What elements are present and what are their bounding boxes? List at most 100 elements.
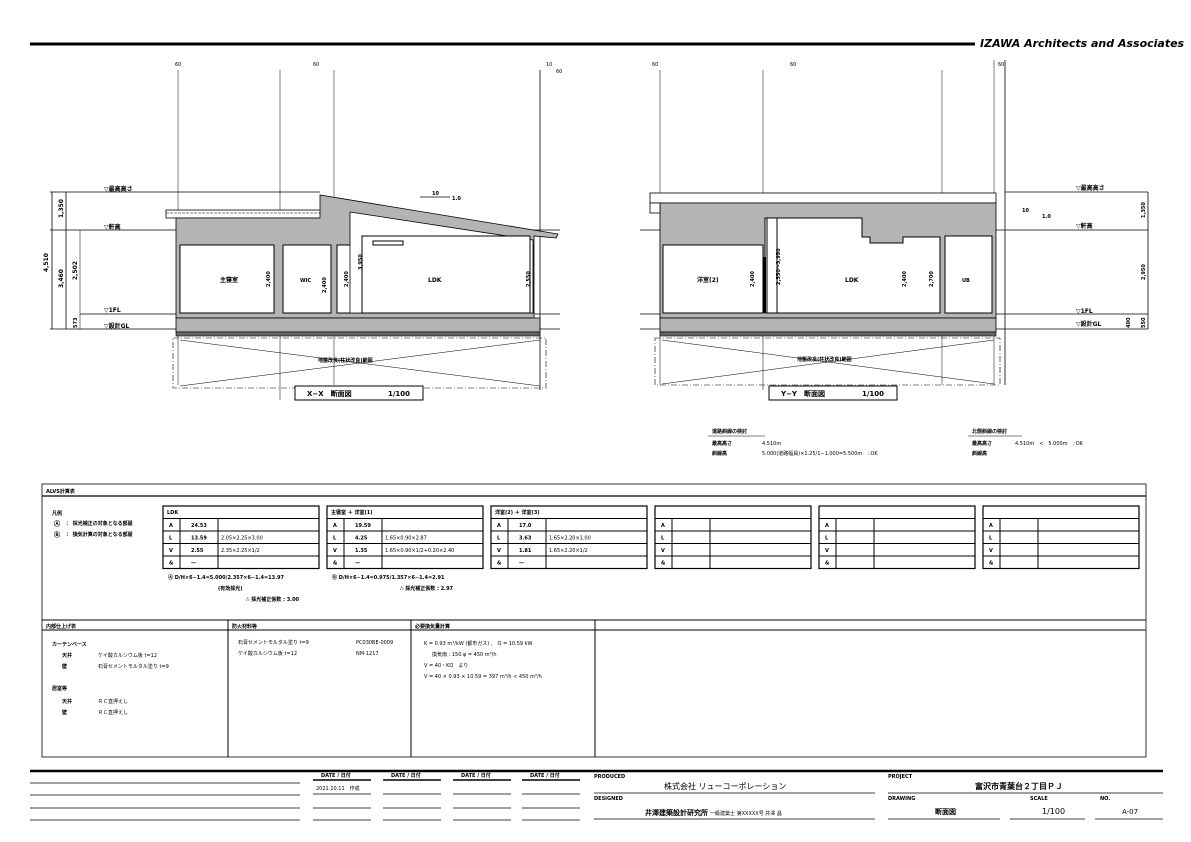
svg-text:ケイ酸カルシウム板 t=12: ケイ酸カルシウム板 t=12	[98, 652, 157, 659]
calc-cell-value: 19.59	[355, 523, 371, 529]
room-label: 洋室(2)	[697, 276, 719, 284]
calc-cell-key: A	[825, 523, 829, 529]
roof-slope: 1.0	[452, 196, 461, 202]
foundation-label: 地盤改良(柱状改良)範囲	[797, 356, 852, 363]
calc-cell-value: —	[519, 561, 524, 567]
svg-text:居室等: 居室等	[52, 685, 67, 692]
room-label: UB	[962, 278, 970, 284]
project-name: 富沢市青葉台２丁目ＰＪ	[975, 781, 1063, 791]
calc-cell-key: &	[169, 561, 174, 567]
svg-text:NM-1217: NM-1217	[356, 651, 379, 657]
dim: 2,400	[266, 271, 272, 287]
svg-text:斜線高: 斜線高	[971, 450, 987, 457]
dim: 2,400	[902, 271, 908, 287]
calc-cell-key: V	[333, 548, 337, 554]
roof-slope: 1.0	[1042, 214, 1051, 220]
room-label: LDK	[845, 277, 859, 284]
calc-cell-key: V	[989, 548, 993, 554]
drawing-number: A-07	[1122, 808, 1138, 816]
svg-text:石膏セメントモルタル塗り t=9: 石膏セメントモルタル塗り t=9	[98, 663, 169, 670]
date-value: 2021.10.11 作成	[316, 785, 360, 792]
calc-cell-key: &	[661, 561, 666, 567]
grid-mark: 60	[790, 62, 796, 68]
dim: 2,550	[526, 271, 532, 287]
svg-text:天井: 天井	[62, 652, 72, 659]
date-header: DATE / 日付	[530, 772, 560, 779]
grid-mark: 60	[652, 62, 658, 68]
calc-cell-value: —	[191, 561, 196, 567]
calc-cell-value: 17.0	[519, 523, 532, 529]
calc-cell-formula: 2.35×2.25×1/2	[221, 548, 260, 554]
svg-text:Ⓐ: Ⓐ	[54, 520, 60, 528]
calc-cell-key: &	[989, 561, 994, 567]
calc-table-title: 主寝室 ＋ 洋室(1)	[331, 509, 373, 516]
room-label: 主寝室	[220, 276, 238, 284]
svg-text:カーテンベース: カーテンベース	[52, 641, 87, 648]
svg-text:道路斜線の検討: 道路斜線の検討	[712, 428, 747, 435]
calc-cell-key: A	[169, 523, 173, 529]
section-title-box	[768, 385, 898, 401]
svg-text:Ⓑ: Ⓑ	[54, 531, 60, 539]
dim: 550	[1141, 317, 1147, 328]
svg-text:： 換気計算の対象となる部屋: ： 換気計算の対象となる部屋	[66, 531, 133, 538]
svg-text:V = 40・KQ より: V = 40・KQ より	[424, 663, 468, 669]
calc-cell-formula: 2.05×2.25×3.00	[221, 536, 263, 542]
calc-cell-key: V	[825, 548, 829, 554]
calc-cell-formula: 1.65×0.90×1/2+0.20×2.40	[385, 548, 454, 554]
calc-table: ALV&	[982, 505, 1140, 570]
calc-cell-key: &	[333, 561, 338, 567]
svg-text:K = 0.93 m³/kW (都市ガス) , Q = 10: K = 0.93 m³/kW (都市ガス) , Q = 10.59 kW	[424, 640, 533, 647]
drawing-name: 断面図	[935, 807, 956, 816]
svg-text:DESIGNED: DESIGNED	[594, 796, 623, 802]
svg-text:NO.: NO.	[1100, 796, 1110, 802]
svg-text:DRAWING: DRAWING	[888, 796, 915, 802]
roof-slope: 10	[1022, 208, 1029, 214]
calc-cell-value: 1.81	[519, 548, 532, 554]
svg-text:PRODUCED: PRODUCED	[594, 774, 625, 780]
calc-table: ALV&	[818, 505, 976, 570]
calc-panel: ALVS計算表 凡例 Ⓐ ： 採光補正の対象となる部屋 Ⓑ ： 換気計算の対象と…	[41, 483, 1147, 758]
dim-total: 4,510	[43, 253, 50, 272]
calc-cell-value: 2.55	[191, 548, 204, 554]
svg-text:PC030BE-0009: PC030BE-0009	[356, 640, 393, 646]
ventilation-header: 必要換気量計算	[414, 623, 450, 630]
svg-text:一級建築士 第XXXXX号 井澤 昌: 一級建築士 第XXXXX号 井澤 昌	[710, 810, 782, 817]
client-name: 株式会社 リューコーポレーション	[664, 781, 786, 791]
svg-text:最高高さ: 最高高さ	[712, 440, 732, 447]
svg-text:壁: 壁	[61, 663, 67, 670]
dim-upper: 1,350	[58, 199, 65, 218]
dim: 1,350	[1141, 202, 1147, 218]
svg-text:斜線高: 斜線高	[711, 450, 727, 457]
level-max: ▽最高高さ	[1076, 184, 1105, 192]
dim-ceil: 2,502	[72, 261, 79, 280]
calc-cell-key: L	[333, 536, 337, 542]
formula-a: Ⓐ D/H×6−1.4=5.000/2.357×6−1.4=13.97	[168, 574, 285, 581]
svg-text:換気扇 : 150 φ = 450 m³/h: 換気扇 : 150 φ = 450 m³/h	[432, 651, 497, 658]
level-eaves: ▽軒高	[1076, 222, 1093, 230]
calc-table-title: 洋室(2) ＋ 洋室(3)	[495, 509, 540, 516]
section-title: Y−Y 断面図	[780, 389, 825, 398]
calc-header: ALVS計算表	[46, 488, 76, 495]
level-eaves: ▽軒高	[104, 223, 121, 231]
calc-cell-value: 24.53	[191, 523, 207, 529]
fireproof-header: 防火材料等	[232, 623, 257, 630]
calc-cell-key: V	[169, 548, 173, 554]
calc-cell-key: &	[497, 561, 502, 567]
calc-cell-value: 3.63	[519, 536, 532, 542]
svg-text:北側斜線の検討: 北側斜線の検討	[972, 428, 1007, 435]
svg-text:∴ 採光補正係数 : 3.00: ∴ 採光補正係数 : 3.00	[246, 596, 300, 603]
section-scale: 1/100	[862, 390, 884, 398]
calc-cell-value: —	[355, 561, 360, 567]
dim: 2,950	[1141, 264, 1147, 280]
svg-text:ケイ酸カルシウム板 t=12: ケイ酸カルシウム板 t=12	[238, 650, 297, 657]
north-slant-check: 北側斜線の検討 最高高さ 4.510m < 5.000m ∴OK 斜線高	[968, 428, 1084, 457]
calc-cell-key: A	[989, 523, 993, 529]
foundation-label: 地盤改良(柱状改良)範囲	[318, 357, 373, 364]
road-slant-check: 道路斜線の検討 最高高さ 4.510m 斜線高 5.000(道路幅員)×1.25…	[708, 428, 878, 457]
dim: 400	[1126, 317, 1132, 328]
calc-cell-key: V	[661, 548, 665, 554]
calc-cell-key: &	[825, 561, 830, 567]
section-title-box	[294, 385, 424, 401]
level-gl: ▽設計GL	[1076, 320, 1102, 328]
